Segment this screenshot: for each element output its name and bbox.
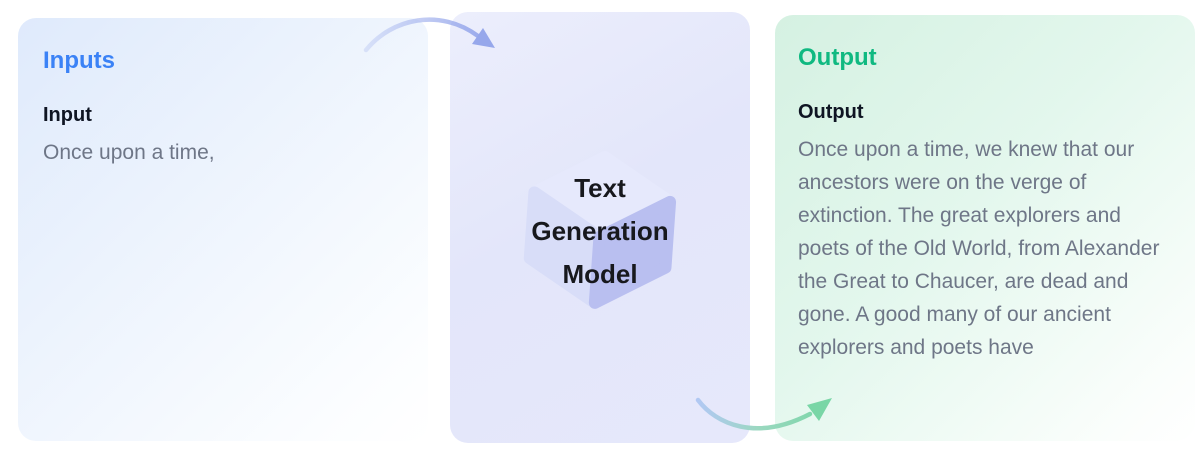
output-panel: Output Output Once upon a time, we knew … — [775, 15, 1195, 441]
model-cube-label: Text Generation Model — [450, 167, 750, 296]
inputs-panel: Inputs Input Once upon a time, — [18, 18, 428, 441]
model-label-line-3: Model — [562, 259, 638, 289]
output-field-value: Once upon a time, we knew that our ances… — [798, 138, 1160, 359]
output-panel-title: Output — [798, 44, 877, 71]
input-field-value: Once upon a time, — [43, 141, 215, 164]
model-label-line-1: Text — [574, 173, 626, 203]
input-field-label: Input — [43, 104, 92, 126]
model-label-line-2: Generation — [531, 216, 669, 246]
output-field-label: Output — [798, 101, 864, 123]
inputs-panel-title: Inputs — [43, 47, 115, 74]
